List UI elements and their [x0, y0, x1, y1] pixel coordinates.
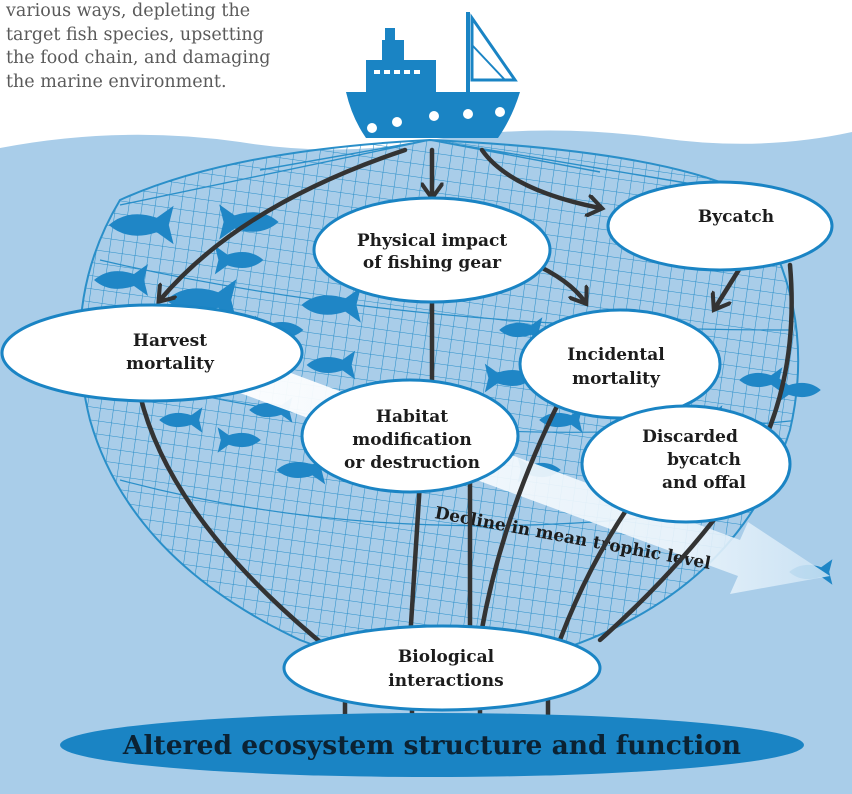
node-biological-line-1: Biological [398, 647, 495, 667]
node-physical-impact: Physical impact of fishing gear [312, 196, 552, 304]
fish-icon [301, 287, 361, 323]
node-habitat-line-1: Habitat [376, 407, 448, 427]
node-incidental-mortality-line-1: Incidental [567, 345, 665, 365]
fish-icon [249, 397, 293, 423]
node-harvest-mortality-line-2: mortality [126, 354, 215, 374]
intro-line-3: the food chain, and damaging [6, 48, 271, 68]
fish-icon [539, 407, 583, 433]
node-physical-impact-line-1: Physical impact [357, 231, 507, 251]
fish-icon [159, 407, 203, 433]
node-discarded-line-1: Discarded [642, 427, 738, 447]
node-habitat-line-3: or destruction [344, 453, 480, 473]
arrow-bycatch-to-incidental [715, 265, 743, 308]
fish-icon [276, 455, 326, 485]
fish-icon [484, 363, 534, 393]
node-incidental-mortality-line-2: mortality [572, 369, 661, 389]
arrow-boat-to-harvest [160, 147, 408, 300]
line-habitat-to-bio-left [407, 479, 423, 643]
line-incidental-to-bio [477, 397, 563, 643]
node-biological-line-2: interactions [388, 671, 503, 691]
fish-icon [166, 279, 237, 321]
node-harvest-mortality-line-1: Harvest [133, 331, 207, 351]
node-discarded-line-2: bycatch [667, 450, 741, 470]
outcome-banner: Altered ecosystem structure and function [60, 713, 804, 777]
intro-line-2: target fish species, upsetting [6, 24, 264, 45]
intro-line-1: various ways, depleting the [6, 1, 251, 21]
node-habitat-line-2: modification [352, 430, 471, 450]
fish-icon [214, 245, 264, 275]
node-bycatch: Bycatch [606, 180, 834, 272]
fish-icon [217, 427, 261, 453]
fish-icon [499, 317, 543, 343]
intro-text: various ways, depleting the target fish … [6, 0, 336, 94]
node-habitat-modification: Habitat modification or destruction [300, 378, 520, 494]
fish-icon [306, 350, 356, 380]
node-discarded-line-3: and offal [662, 473, 746, 493]
fish-icon [777, 377, 821, 403]
fish-icon [108, 205, 174, 245]
node-biological-interactions: Biological interactions [282, 624, 602, 712]
node-incidental-mortality: Incidental mortality [518, 308, 722, 420]
intro-line-4: the marine environment. [6, 71, 227, 92]
node-physical-impact-line-2: of fishing gear [363, 253, 502, 273]
fish-icon [739, 367, 783, 393]
node-discarded-bycatch: Discarded bycatch and offal [580, 404, 792, 524]
node-harvest-mortality: Harvest mortality [0, 303, 304, 403]
arrow-boat-to-bycatch [479, 147, 600, 208]
node-bycatch-line-1: Bycatch [698, 207, 774, 227]
fish-icon [94, 264, 148, 296]
outcome-banner-text: Altered ecosystem structure and function [122, 730, 741, 761]
fishing-boat-icon [346, 12, 520, 138]
concept-nodes: Physical impact of fishing gear Bycatch … [0, 180, 834, 712]
line-harvest-to-bio [137, 392, 333, 653]
